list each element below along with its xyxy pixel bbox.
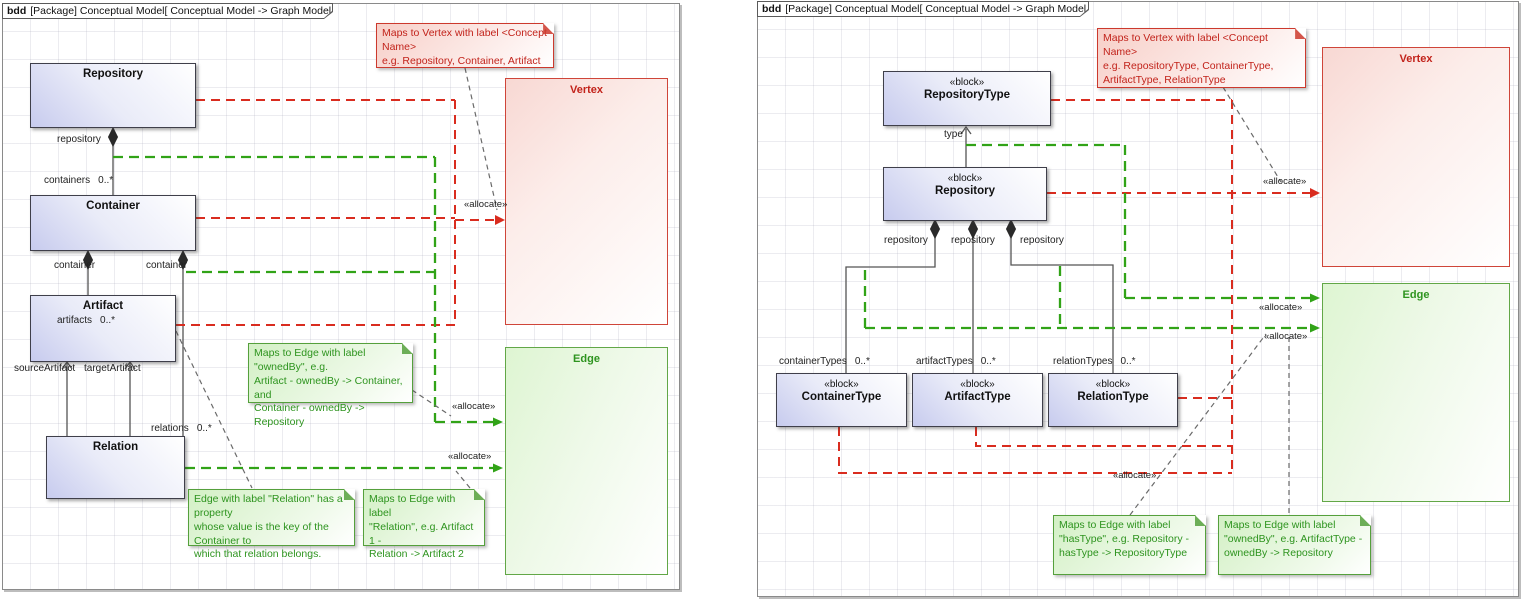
role-label-repository: repository: [57, 134, 101, 145]
role-label-relation-types: relationTypes 0..*: [1053, 356, 1136, 367]
role-label-container-types: containerTypes 0..*: [779, 356, 870, 367]
multiplicity: 0..*: [980, 356, 996, 367]
multiplicity: 0..*: [1120, 356, 1136, 367]
allocate-stereotype: «allocate»: [448, 451, 492, 462]
block-relation[interactable]: Relation: [46, 436, 185, 499]
block-name: ContainerType: [801, 391, 882, 403]
target-name: Vertex: [1399, 53, 1433, 65]
block-repository-type[interactable]: «block» RepositoryType: [883, 71, 1051, 126]
block-artifact-type[interactable]: «block» ArtifactType: [912, 373, 1043, 427]
multiplicity: 0..*: [98, 175, 114, 186]
role-label-repository: repository: [1020, 235, 1064, 246]
allocate-stereotype: «allocate»: [1264, 331, 1308, 342]
role-label-artifact-types: artifactTypes 0..*: [916, 356, 996, 367]
target-name: Edge: [1402, 289, 1430, 301]
block-repository[interactable]: «block» Repository: [883, 167, 1047, 221]
block-relation-type[interactable]: «block» RelationType: [1048, 373, 1178, 427]
role-label-relations: relations 0..*: [151, 423, 212, 434]
note-relation-mapping[interactable]: Maps to Edge with label "Relation", e.g.…: [363, 489, 485, 560]
role-name: containerTypes: [779, 356, 847, 367]
block-container-type[interactable]: «block» ContainerType: [776, 373, 907, 427]
allocate-stereotype: «allocate»: [1259, 302, 1303, 313]
allocate-stereotype: «allocate»: [1263, 176, 1307, 187]
note-relation-property[interactable]: Edge with label "Relation" has a propert…: [188, 489, 355, 560]
role-name: relations: [151, 423, 189, 434]
role-label-target-artifact: targetArtifact: [84, 363, 141, 374]
role-label-container-right: container: [146, 260, 188, 271]
target-vertex[interactable]: Vertex: [505, 78, 668, 325]
block-artifact[interactable]: Artifact: [30, 295, 176, 362]
frame-tab-right: bdd[Package] Conceptual Model[ Conceptua…: [757, 1, 1089, 17]
stereotype: «block»: [949, 77, 985, 88]
target-name: Edge: [573, 353, 600, 365]
stereotype: «block»: [960, 379, 995, 390]
role-label-artifacts: artifacts 0..*: [57, 315, 115, 326]
note-vertex-mapping[interactable]: Maps to Vertex with label <Concept Name>…: [1097, 28, 1306, 88]
role-label-container-left: container: [54, 260, 96, 271]
block-name: Repository: [934, 185, 996, 197]
multiplicity: 0..*: [196, 423, 212, 434]
target-edge[interactable]: Edge: [1322, 283, 1510, 502]
block-name: RelationType: [1077, 391, 1149, 403]
role-name: artifacts: [57, 315, 93, 326]
role-name: containers: [44, 175, 91, 186]
stereotype: «block»: [824, 379, 859, 390]
stereotype: «block»: [1095, 379, 1131, 390]
block-container[interactable]: Container: [30, 195, 196, 251]
block-repository[interactable]: Repository: [30, 63, 196, 128]
multiplicity: 0..*: [100, 315, 116, 326]
role-label-repository: repository: [884, 235, 928, 246]
frame-title: [Package] Conceptual Model[ Conceptual M…: [785, 3, 1114, 15]
block-name: RepositoryType: [923, 89, 1011, 101]
multiplicity: 0..*: [854, 356, 870, 367]
frame-tab-left: bdd[Package] Conceptual Model[ Conceptua…: [2, 3, 333, 19]
role-label-repository: repository: [951, 235, 995, 246]
role-label-type: type: [944, 129, 963, 140]
note-hastype-mapping[interactable]: Maps to Edge with label "hasType", e.g. …: [1053, 515, 1206, 575]
note-ownedby-mapping[interactable]: Maps to Edge with label "ownedBy", e.g. …: [248, 343, 413, 428]
role-name: artifactTypes: [916, 356, 973, 367]
frame-title: [Package] Conceptual Model[ Conceptual M…: [30, 5, 359, 17]
block-name: Relation: [92, 441, 139, 453]
note-ownedby-mapping[interactable]: Maps to Edge with label "ownedBy", e.g. …: [1218, 515, 1371, 575]
block-name: ArtifactType: [944, 391, 1011, 403]
role-name: relationTypes: [1053, 356, 1113, 367]
note-vertex-mapping[interactable]: Maps to Vertex with label <Concept Name>…: [376, 23, 554, 68]
role-label-source-artifact: sourceArtifact: [14, 363, 76, 374]
block-name: Repository: [82, 68, 144, 80]
block-name: Container: [86, 200, 140, 212]
target-vertex[interactable]: Vertex: [1322, 47, 1510, 267]
allocate-stereotype: «allocate»: [464, 199, 508, 210]
role-label-containers: containers 0..*: [44, 175, 113, 186]
block-name: Artifact: [82, 300, 124, 312]
frame-keyword: bdd: [762, 3, 782, 15]
allocate-stereotype: «allocate»: [452, 401, 496, 412]
frame-keyword: bdd: [7, 5, 27, 17]
allocate-stereotype: «allocate»: [1113, 470, 1157, 481]
target-edge[interactable]: Edge: [505, 347, 668, 575]
target-name: Vertex: [569, 84, 604, 96]
stereotype: «block»: [947, 173, 983, 184]
